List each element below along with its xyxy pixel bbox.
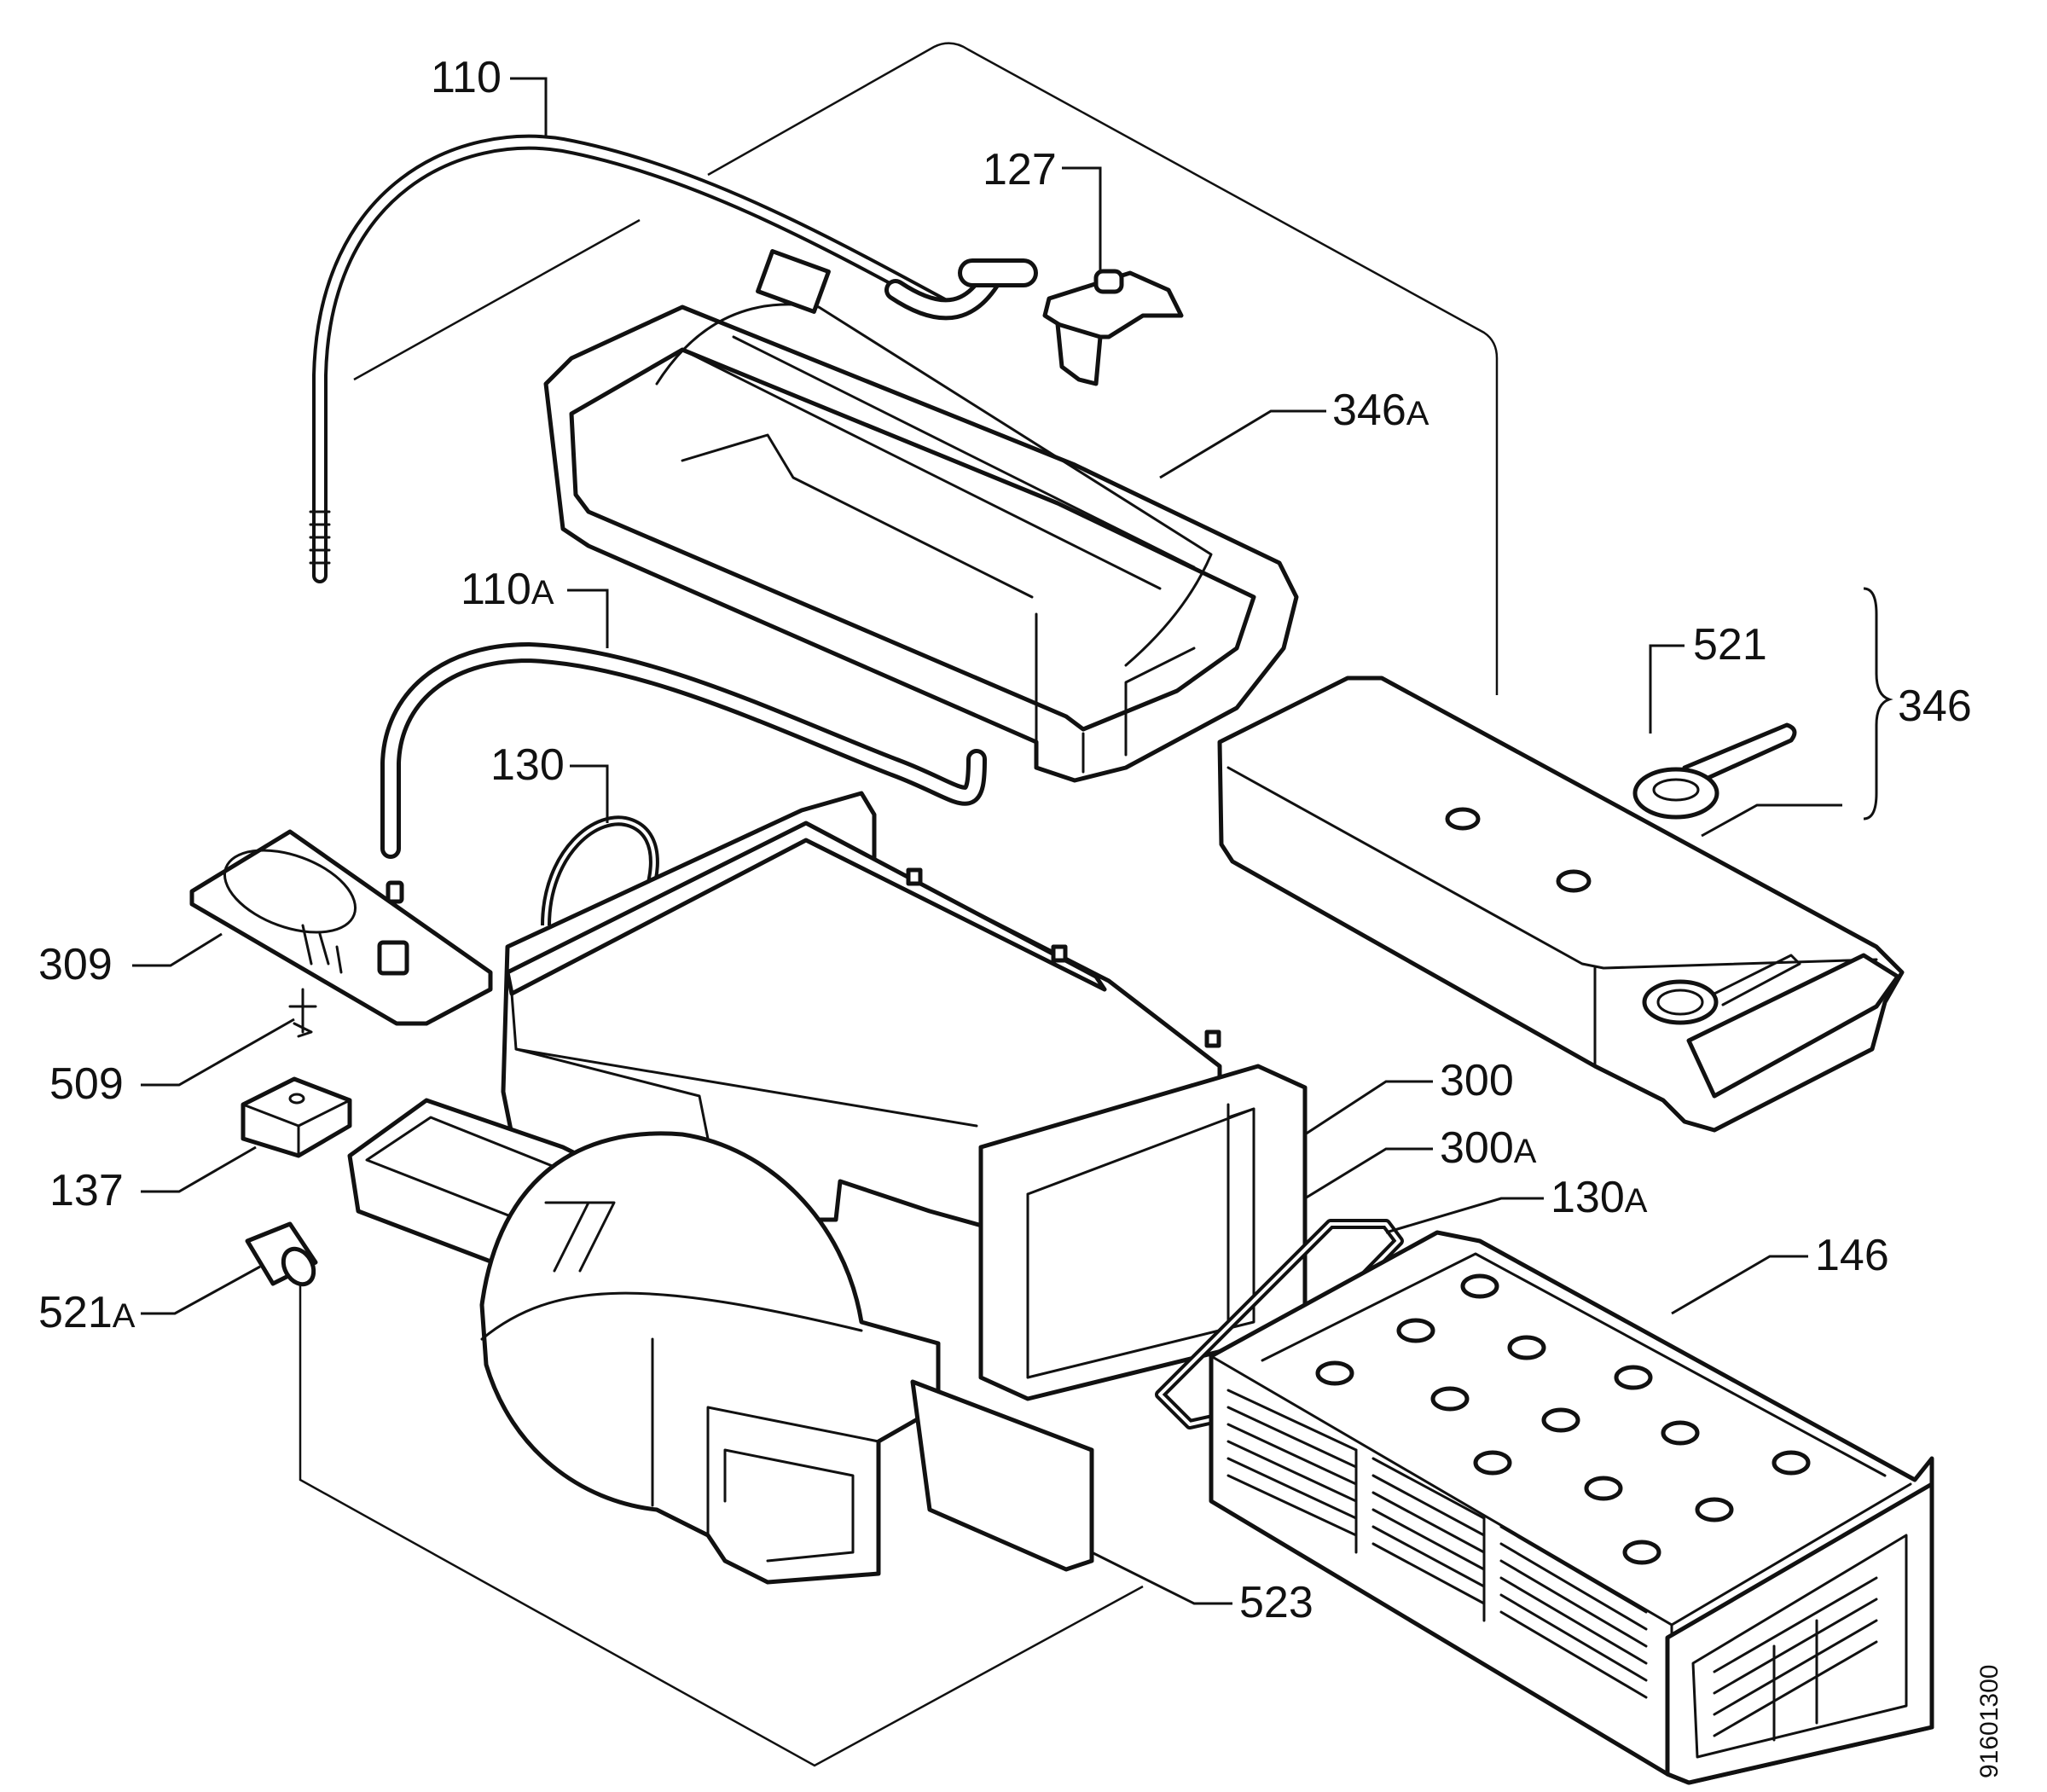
label-521: 521 (1693, 620, 1767, 670)
fan-housing (479, 1131, 1094, 1585)
label-523: 523 (1239, 1578, 1313, 1627)
part-labels: 110 127 346A 110A 521 346 130 309 509 30… (38, 53, 1972, 1627)
leader-lines (132, 77, 1842, 1605)
label-346a-suffix: A (1406, 395, 1429, 432)
label-346a-number: 346 (1332, 386, 1406, 435)
label-300a-number: 300 (1440, 1123, 1514, 1173)
label-300a-suffix: A (1514, 1133, 1537, 1170)
label-130a: 130A (1551, 1173, 1648, 1222)
clip-127 (1042, 269, 1184, 386)
label-521a: 521A (38, 1288, 136, 1337)
water-container-346 (1217, 676, 1905, 1133)
label-110a-number: 110 (461, 565, 531, 614)
label-521a-number: 521 (38, 1288, 113, 1337)
label-509: 509 (49, 1059, 124, 1109)
label-346: 346 (1898, 681, 1972, 731)
assembly-bracket-346 (1863, 587, 1893, 821)
document-number: 91601300 (1975, 1665, 2004, 1778)
label-127: 127 (983, 145, 1057, 194)
sensor-pin-509 (288, 988, 317, 1038)
assembly-frame-top (353, 42, 1499, 695)
hose-110a (380, 641, 987, 859)
label-346a: 346A (1332, 386, 1429, 435)
control-plate-309 (189, 829, 493, 1026)
label-130: 130 (490, 740, 565, 790)
label-309: 309 (38, 940, 113, 989)
foam-block-137 (241, 1076, 352, 1158)
label-130a-suffix: A (1625, 1182, 1648, 1220)
label-521a-suffix: A (113, 1297, 136, 1335)
label-146: 146 (1815, 1231, 1889, 1280)
sleeve-521a (245, 1221, 318, 1287)
label-137: 137 (49, 1166, 124, 1215)
label-110a-suffix: A (531, 574, 554, 612)
tank-housing-346a (543, 249, 1299, 783)
filter-drawer-146 (1209, 1230, 1934, 1785)
assembly-frame-bottom (299, 1254, 1144, 1767)
label-110: 110 (431, 53, 502, 102)
label-130a-number: 130 (1551, 1173, 1625, 1222)
label-300: 300 (1440, 1056, 1514, 1105)
label-300a: 300A (1440, 1123, 1537, 1173)
label-110a: 110A (461, 565, 554, 614)
float-521 (1632, 722, 1797, 820)
hose-110 (309, 134, 1038, 583)
seal-ring-130a (1155, 1219, 1404, 1430)
